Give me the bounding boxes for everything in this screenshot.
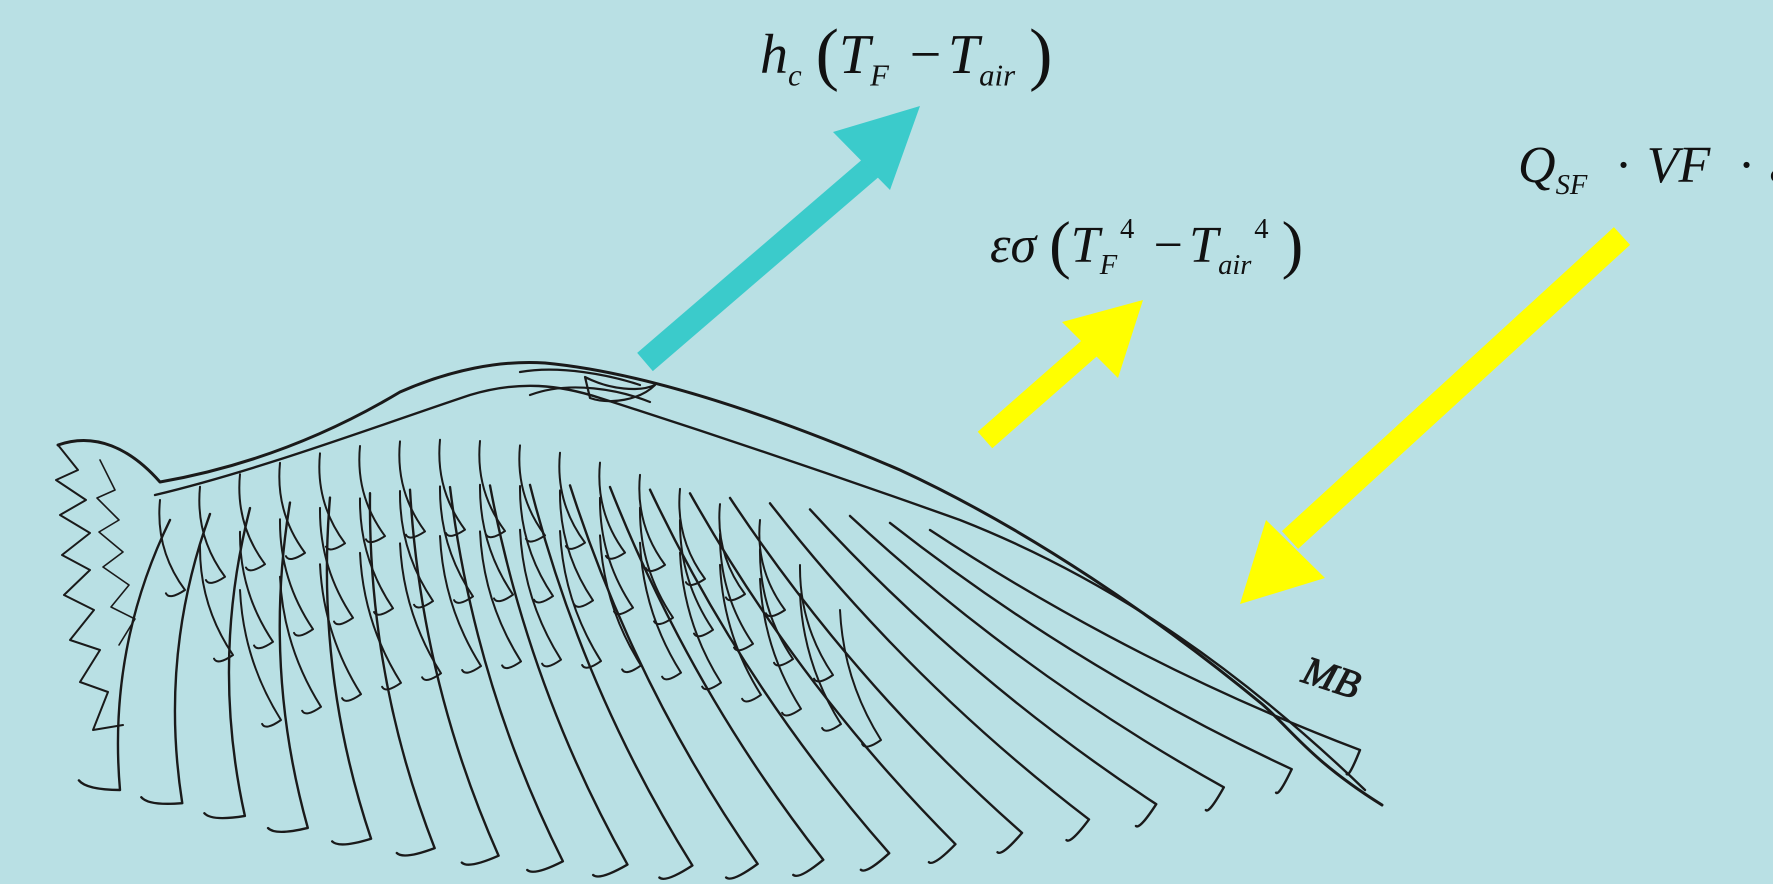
flight-feather	[928, 528, 1362, 776]
eq-conv-t1: T	[838, 23, 871, 86]
eq-rad-t1-sup: 4	[1120, 213, 1135, 245]
covert-feathers	[158, 438, 882, 748]
eq-conv-coef: h	[760, 23, 788, 86]
wing-covert-edge	[153, 384, 1367, 792]
covert-feather	[438, 438, 466, 537]
eq-sol-dot1: ·	[1614, 137, 1633, 194]
flight-feather	[488, 484, 629, 878]
covert-feather	[639, 541, 682, 681]
covert-feather	[359, 551, 402, 691]
flight-feather	[77, 518, 172, 792]
covert-feather	[398, 490, 434, 609]
covert-feather	[438, 485, 474, 604]
covert-feather	[158, 499, 186, 598]
eq-conv-t1-sub: F	[870, 58, 889, 93]
eq-rad-t1: T	[1070, 217, 1100, 275]
covert-feather	[519, 528, 562, 668]
eq-sol-q: Q	[1518, 137, 1556, 194]
covert-feather	[599, 534, 642, 674]
flight-feather	[140, 512, 212, 806]
flight-feather	[688, 492, 957, 865]
covert-feather	[278, 518, 314, 637]
eq-rad-t2-sup: 4	[1254, 213, 1269, 245]
covert-feather	[439, 535, 482, 674]
covert-feather	[318, 452, 346, 551]
wing-sketch: MB	[55, 361, 1384, 881]
covert-feather	[278, 461, 306, 560]
covert-feather	[479, 530, 522, 670]
eq-conv-t2: T	[947, 23, 980, 86]
eq-conv-t2-sub: air	[979, 58, 1016, 93]
eq-conv-open: (	[815, 16, 839, 93]
solar-arrow	[1240, 227, 1631, 604]
covert-feather	[238, 530, 274, 650]
eq-conv-close: )	[1029, 16, 1053, 93]
eq-rad-close: )	[1281, 209, 1304, 281]
covert-feather	[478, 440, 506, 539]
wing-tuft-inner	[96, 459, 136, 646]
eq-conv-minus: −	[909, 23, 942, 86]
wing-leading-edge	[56, 361, 1384, 807]
flight-feather	[808, 508, 1158, 828]
flight-feather	[568, 484, 759, 880]
flight-feather	[848, 514, 1226, 812]
wing-shoulder	[518, 368, 652, 404]
covert-feather	[518, 485, 554, 604]
eq-rad-minus: −	[1153, 217, 1183, 275]
flight-feather	[648, 488, 891, 872]
eq-rad-t1-sub: F	[1099, 250, 1118, 282]
wing-tuft	[55, 444, 124, 731]
wing-alula	[583, 375, 657, 403]
eq-sol-eps: ε	[1770, 137, 1773, 194]
covert-feather	[279, 575, 322, 715]
eq-rad-t2: T	[1189, 217, 1219, 275]
eq-sol-q-sub: SF	[1555, 170, 1588, 201]
eq-rad-prefix: εσ	[990, 217, 1037, 275]
covert-feather	[238, 473, 266, 572]
covert-feather	[718, 503, 746, 602]
eq-sol-dot2: ·	[1737, 137, 1756, 194]
radiation-equation: εσ (TF4 −Tair4 )	[990, 213, 1303, 281]
covert-feather	[799, 593, 842, 732]
flight-feather	[266, 501, 310, 834]
flight-feather	[528, 483, 694, 881]
flight-feather	[888, 521, 1293, 795]
flight-feather	[728, 496, 1024, 855]
covert-feather	[319, 563, 362, 702]
covert-feather	[558, 451, 586, 550]
covert-feather	[559, 530, 602, 669]
eq-rad-t2-sub: air	[1218, 250, 1252, 282]
eq-sol-vf: VF	[1646, 137, 1711, 194]
covert-feather	[358, 497, 394, 616]
covert-feather	[318, 506, 354, 626]
eq-rad-open: (	[1049, 209, 1071, 281]
flight-feather	[325, 496, 373, 846]
covert-feather	[638, 506, 674, 626]
covert-feather	[398, 440, 426, 539]
covert-feather	[198, 485, 226, 584]
flight-feather	[408, 488, 500, 866]
covert-feather	[239, 589, 282, 728]
solar-arrow-head	[1240, 520, 1325, 604]
covert-feather	[758, 519, 786, 618]
eq-conv-coef-sub: c	[788, 58, 802, 93]
convection-equation: hc (TF −Tair )	[760, 20, 1052, 92]
radiation-arrow	[977, 300, 1143, 449]
flight-feather	[608, 485, 825, 878]
solar-equation: QSF ·VF ·ε	[1518, 140, 1773, 201]
convection-arrow	[637, 106, 920, 372]
convection-arrow-head	[833, 106, 920, 190]
flight-feather	[768, 502, 1091, 842]
covert-feather	[719, 563, 762, 703]
covert-feather	[558, 489, 594, 608]
covert-feather	[478, 483, 514, 603]
flight-feathers	[77, 483, 1362, 881]
radiation-arrow-head	[1062, 300, 1143, 378]
flight-feather	[203, 506, 252, 820]
flight-feather	[448, 485, 565, 873]
flight-feather	[368, 492, 436, 857]
